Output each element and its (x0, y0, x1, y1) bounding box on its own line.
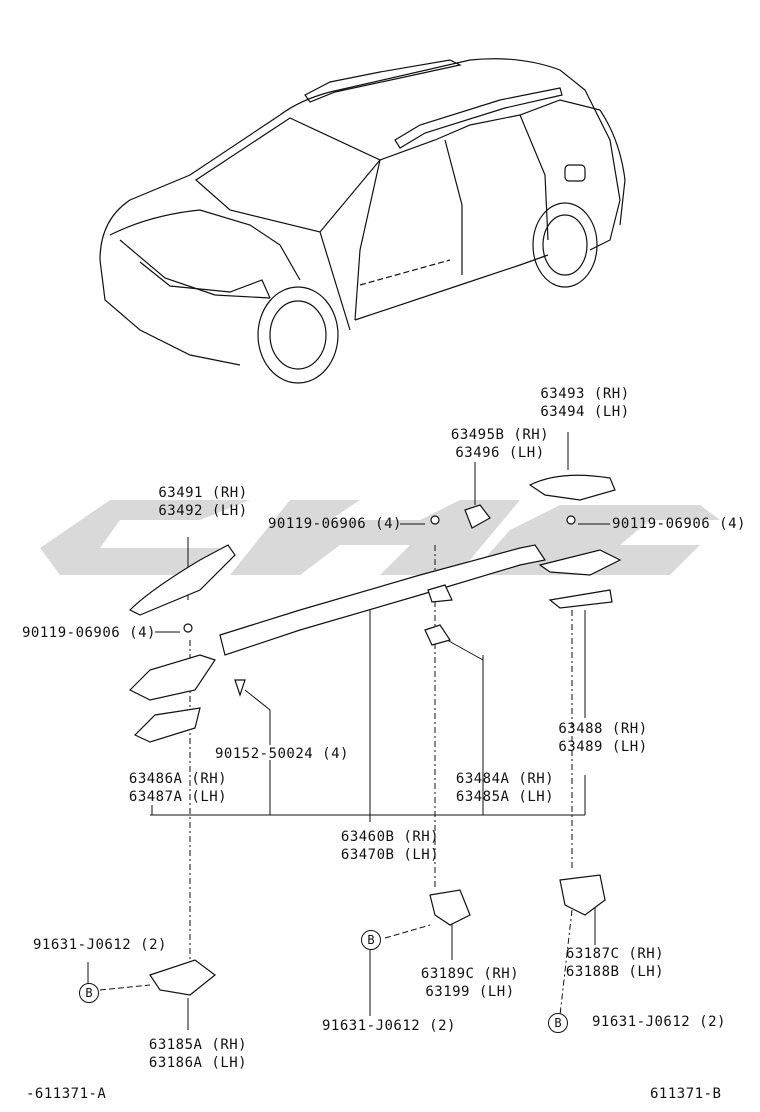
label-63185a: 63185A (RH) 63186A (LH) (148, 1037, 248, 1071)
label-63488: 63488 (RH) 63489 (LH) (558, 721, 648, 755)
leader-lines (87, 432, 610, 1030)
label-63189c: 63189C (RH) 63199 (LH) (420, 966, 520, 1000)
roof-rail-parts (128, 474, 622, 996)
label-clip-center: 91631-J0612 (2) (322, 1018, 456, 1034)
label-screw-center: 90119-06906 (4) (268, 516, 402, 532)
vehicle-outline (99, 58, 626, 384)
label-63493: 63493 (RH) 63494 (LH) (540, 386, 630, 420)
label-63460b: 63460B (RH) 63470B (LH) (340, 829, 440, 863)
label-63495b: 63495B (RH) 63496 (LH) (450, 427, 550, 461)
label-63484a: 63484A (RH) 63485A (LH) (455, 771, 555, 805)
footer-code-right: 611371-B (650, 1086, 722, 1102)
label-clip-front: 91631-J0612 (2) (33, 937, 167, 953)
label-63187c: 63187C (RH) 63188B (LH) (565, 946, 665, 980)
footer-code-left: -611371-A (26, 1086, 107, 1102)
ref-circle-b-rear: B (548, 1013, 568, 1033)
label-63486a: 63486A (RH) 63487A (LH) (128, 771, 228, 805)
ref-circle-b-front: B (79, 983, 99, 1003)
label-bolt: 90152-50024 (4) (215, 746, 349, 762)
label-clip-rear: 91631-J0612 (2) (592, 1014, 726, 1030)
ref-circle-b-center: B (361, 930, 381, 950)
label-63491: 63491 (RH) 63492 (LH) (158, 485, 248, 519)
label-screw-left: 90119-06906 (4) (22, 625, 156, 641)
label-screw-right: 90119-06906 (4) (612, 516, 746, 532)
watermark-logo (40, 500, 720, 575)
